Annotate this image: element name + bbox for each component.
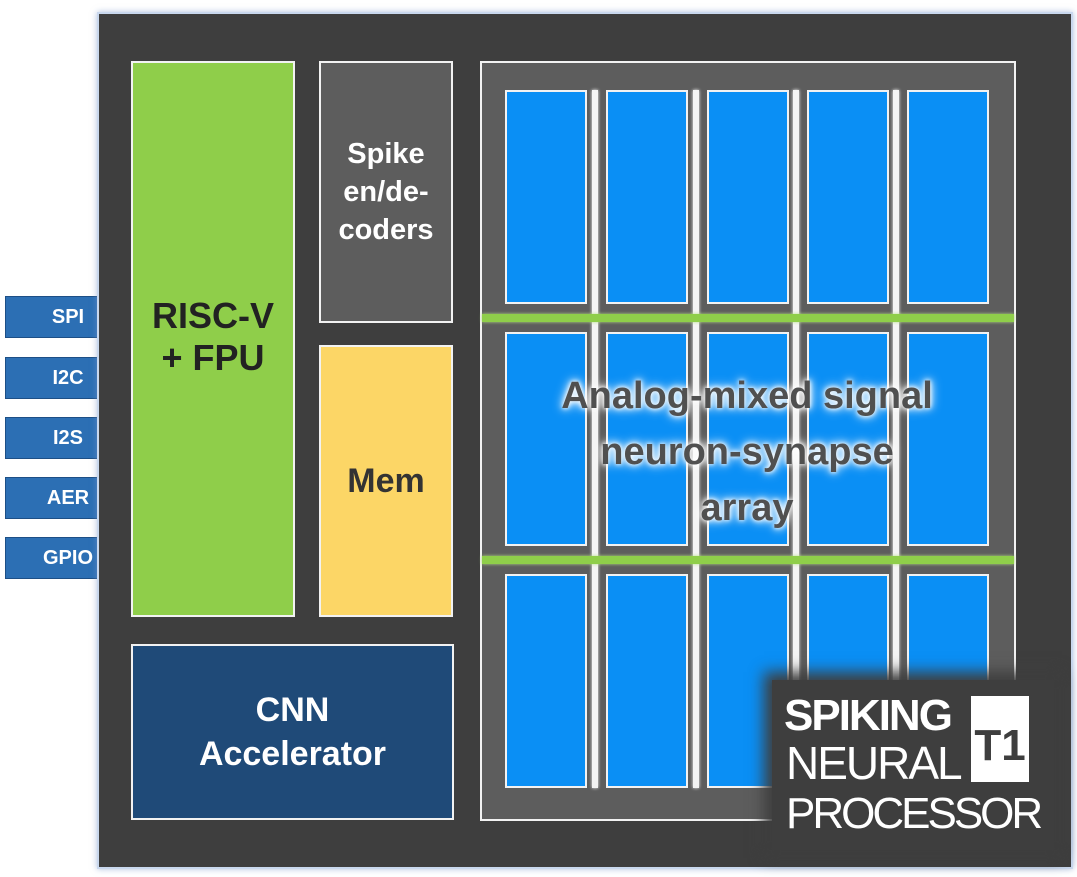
neuron-cell-r1-c5 [907,90,989,304]
logo-line1: SPIKING [784,691,951,740]
vertical-bus-3 [793,90,799,788]
vertical-bus-2 [693,90,699,788]
neuron-cell-r2-c3 [707,332,789,546]
riscv-label: RISC-V [151,295,274,336]
logo-graphic: SPIKING NEURAL PROCESSOR T1 [784,691,1044,838]
neuron-cell-r3-c2 [606,574,688,788]
array-label: Analog-mixed signal neuron-synapse array [561,375,933,529]
logo-line3: PROCESSOR [786,789,1041,838]
neuron-cell-r1-c1 [505,90,587,304]
mem-block: Mem [319,345,453,617]
neuron-cell-r2-c2 [606,332,688,546]
logo-line2: NEURAL [786,737,962,789]
riscv-fpu-block: RISC-V + FPU [131,61,295,617]
neuron-cell-r1-c2 [606,90,688,304]
neuron-cell-r1-c4 [807,90,889,304]
vertical-bus-1 [592,90,598,788]
horizontal-bus-1 [482,314,1014,322]
logo-badge-text: T1 [974,721,1025,770]
cnn-accelerator-block: CNN Accelerator [131,644,454,820]
logo-badge [971,696,1029,782]
neuron-cell-r2-c1 [505,332,587,546]
neuron-cell-r3-c1 [505,574,587,788]
spiking-neural-processor-logo: SPIKING NEURAL PROCESSOR T1 [772,680,1054,850]
neuron-cell-r2-c5 [907,332,989,546]
neuron-cell-r2-c4 [807,332,889,546]
spike-coders-block: Spike en/de- coders [319,61,453,323]
horizontal-bus-2 [482,556,1014,564]
fpu-label: + FPU [161,337,265,378]
neuron-cell-r1-c3 [707,90,789,304]
vertical-bus-4 [893,90,899,788]
